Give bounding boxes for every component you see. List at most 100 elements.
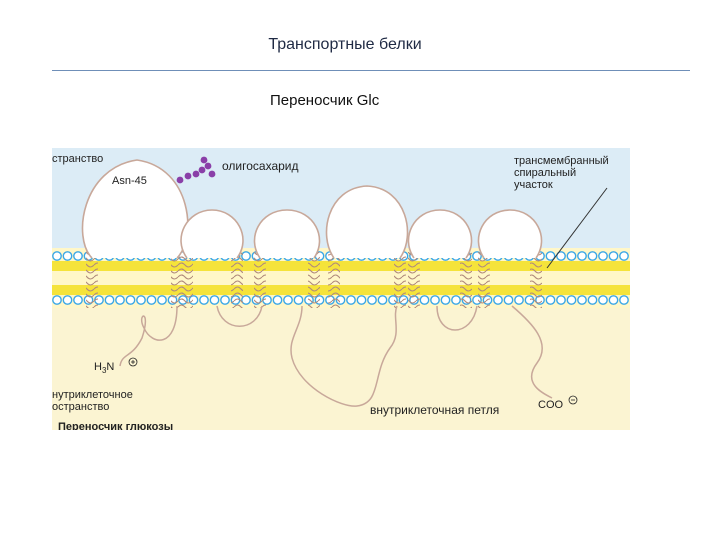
tm-helix xyxy=(86,252,98,308)
label-tm-line3: участок xyxy=(514,179,553,191)
inner-loop-1 xyxy=(216,305,263,327)
tm-helix xyxy=(460,252,472,308)
lipid-head xyxy=(346,295,356,305)
lipid-head xyxy=(125,295,136,305)
label-inner-line2: остранство xyxy=(52,401,109,413)
lipid-head xyxy=(503,295,514,305)
tm-helix xyxy=(171,252,183,308)
label-asn45: Asn-45 xyxy=(112,175,147,187)
lipid-head xyxy=(146,295,157,305)
n-term-n: N xyxy=(106,361,114,373)
glucose-transporter-diagram: странство Asn-45 олигосахарид трансмембр… xyxy=(52,148,630,430)
c-term-charge-icon xyxy=(568,395,578,405)
lipid-head xyxy=(367,295,377,305)
lipid-head xyxy=(62,251,73,261)
slide-title: Транспортные белки xyxy=(268,36,422,53)
tm-helix xyxy=(394,252,406,308)
transmembrane-helices xyxy=(86,252,542,308)
loop-5 xyxy=(407,209,473,259)
sugar-residue xyxy=(200,156,208,164)
label-inner-line1: нутриклеточное xyxy=(52,389,133,401)
lipid-head xyxy=(577,295,587,305)
tm-helix xyxy=(478,252,490,308)
lipid-head xyxy=(598,295,608,305)
diagram-svg: странство Asn-45 олигосахарид трансмембр… xyxy=(52,148,630,430)
lipid-head xyxy=(608,295,619,305)
lipid-head xyxy=(272,295,283,305)
label-outer-space: странство xyxy=(52,153,103,165)
lipid-core-top xyxy=(52,261,630,271)
lipid-head xyxy=(608,251,619,261)
intracellular-loop-large xyxy=(290,305,398,407)
lipid-head xyxy=(451,295,461,305)
label-n-terminus: H3N xyxy=(94,361,114,375)
lipid-head xyxy=(566,251,577,261)
lipid-head xyxy=(356,295,367,305)
n-term-charge-icon xyxy=(128,357,138,367)
loop-2 xyxy=(180,209,244,259)
lipid-head xyxy=(545,251,556,261)
lipid-head xyxy=(62,295,73,305)
figure-caption: Переносчик глюкозы xyxy=(58,421,173,430)
lipid-head xyxy=(566,295,577,305)
lipid-head xyxy=(619,295,629,305)
lipid-head xyxy=(514,295,524,305)
lipid-head xyxy=(136,295,146,305)
lipid-head xyxy=(556,295,566,305)
lipid-head xyxy=(598,251,608,261)
label-tm-line2: спиральный xyxy=(514,167,576,179)
lipid-head xyxy=(587,251,598,261)
lipid-head xyxy=(73,251,83,261)
sugar-residue xyxy=(208,170,216,178)
label-c-terminus: COO xyxy=(538,399,564,411)
lipid-head xyxy=(241,251,251,261)
n-term-h: H xyxy=(94,361,102,373)
tm-helix xyxy=(408,252,420,308)
c-terminal-tail xyxy=(511,305,553,399)
sugar-residue xyxy=(184,172,192,180)
lipid-head xyxy=(52,251,62,261)
lipid-head xyxy=(199,295,209,305)
lipid-head xyxy=(115,295,125,305)
tm-helix xyxy=(530,252,542,308)
sugar-residue xyxy=(176,176,184,184)
oligosaccharide-chain xyxy=(176,156,216,184)
lipid-head xyxy=(619,251,629,261)
tm-helix xyxy=(231,252,243,308)
lipid-head xyxy=(220,295,230,305)
lipid-head xyxy=(556,251,566,261)
intracellular-loops xyxy=(119,305,553,407)
lipid-head xyxy=(493,295,503,305)
loop-4 xyxy=(325,185,409,259)
lipid-head xyxy=(73,295,83,305)
sugar-residue xyxy=(204,162,212,170)
lipid-head xyxy=(241,295,251,305)
tm-pointer-line xyxy=(546,187,608,269)
tm-helix xyxy=(328,252,340,308)
inner-loop-3 xyxy=(436,305,478,331)
slide-subtitle: Переносчик Glc xyxy=(270,92,380,109)
n-term-sub: 3 xyxy=(102,366,107,375)
label-oligosaccharide: олигосахарид xyxy=(222,159,299,173)
lipid-head xyxy=(419,295,430,305)
loop-6 xyxy=(477,209,543,259)
label-intracellular-loop: внутриклеточная петля xyxy=(370,403,499,417)
tm-helix xyxy=(181,252,193,308)
cytoplasm xyxy=(52,308,630,430)
lipid-head xyxy=(293,295,304,305)
lipid-head xyxy=(545,295,556,305)
tm-helix xyxy=(254,252,266,308)
loop-3 xyxy=(253,209,321,259)
lipid-head xyxy=(440,295,451,305)
lipid-head xyxy=(377,295,388,305)
lipid-head xyxy=(104,295,115,305)
lipid-head xyxy=(587,295,598,305)
lipid-head xyxy=(209,295,220,305)
n-terminal-tail xyxy=(119,305,178,367)
extracellular-loops xyxy=(81,159,543,259)
label-tm-line1: трансмембранный xyxy=(514,155,609,167)
sugar-residue xyxy=(198,166,206,174)
title-divider xyxy=(52,70,690,71)
sugar-residue xyxy=(192,170,200,178)
lipid-head xyxy=(52,295,62,305)
